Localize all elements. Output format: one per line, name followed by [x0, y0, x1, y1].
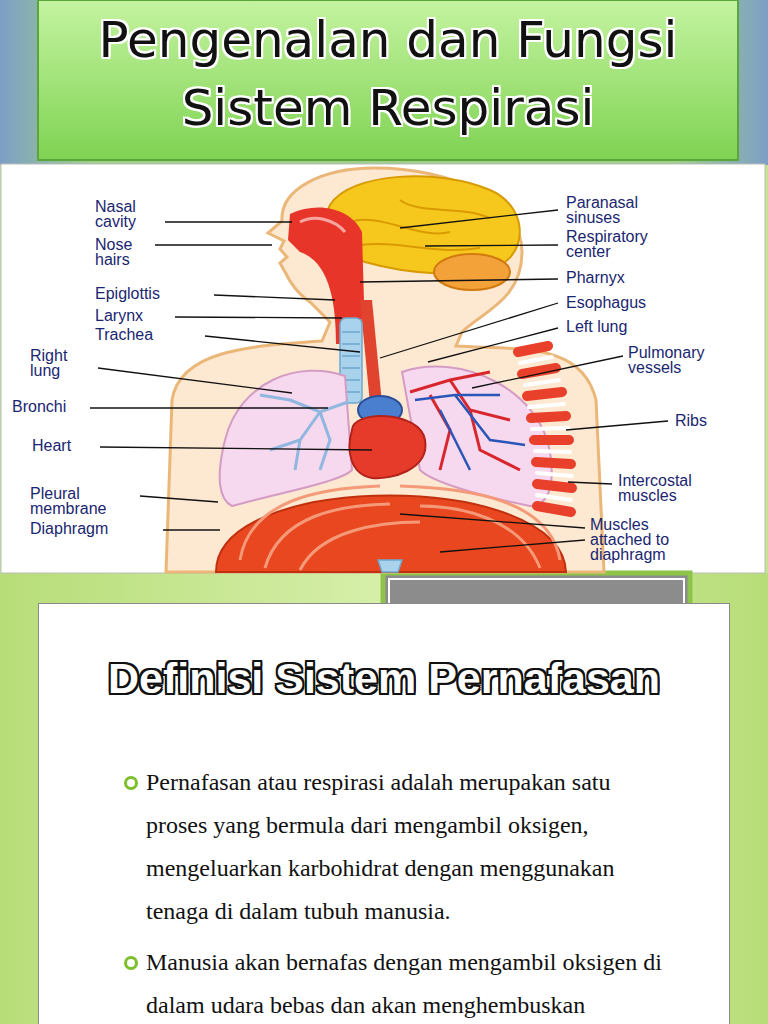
part-label: Larynx — [95, 308, 143, 323]
part-label: Esophagus — [566, 295, 646, 310]
part-label: Pulmonary vessels — [628, 345, 740, 375]
part-label: Trachea — [95, 327, 153, 342]
illustration-panel — [1, 164, 765, 573]
slide-title: Pengenalan dan Fungsi Sistem Respirasi — [38, 6, 738, 142]
bullet-text: Manusia akan bernafas dengan mengambil o… — [146, 941, 676, 1024]
box-heading: Definisi Sistem Pernafasan — [39, 650, 729, 706]
respiratory-illustration — [166, 168, 604, 572]
part-label: Right lung — [30, 348, 100, 378]
part-label: Respiratory center — [566, 229, 686, 259]
part-label: Nose hairs — [95, 237, 167, 267]
leader-lines — [90, 210, 668, 552]
content-box: Definisi Sistem PernafasanPernafasan ata… — [38, 603, 730, 1024]
part-label: Ribs — [675, 413, 707, 428]
title-panel — [38, 0, 738, 160]
part-label: Intercostal muscles — [618, 473, 750, 503]
part-label: Bronchi — [12, 399, 66, 414]
part-label: Left lung — [566, 319, 627, 334]
part-label: Epiglottis — [95, 286, 160, 301]
part-label: Pleural membrane — [30, 486, 130, 516]
bullet-text: Pernafasan atau respirasi adalah merupak… — [146, 761, 676, 933]
top-band — [0, 0, 768, 165]
part-label: Pharnyx — [566, 270, 625, 285]
part-label: Nasal cavity — [95, 199, 167, 229]
part-label: Muscles attached to diaphragm — [590, 517, 705, 562]
part-label: Diaphragm — [30, 521, 108, 536]
part-label: Heart — [32, 438, 71, 453]
part-label: Paranasal sinuses — [566, 195, 678, 225]
